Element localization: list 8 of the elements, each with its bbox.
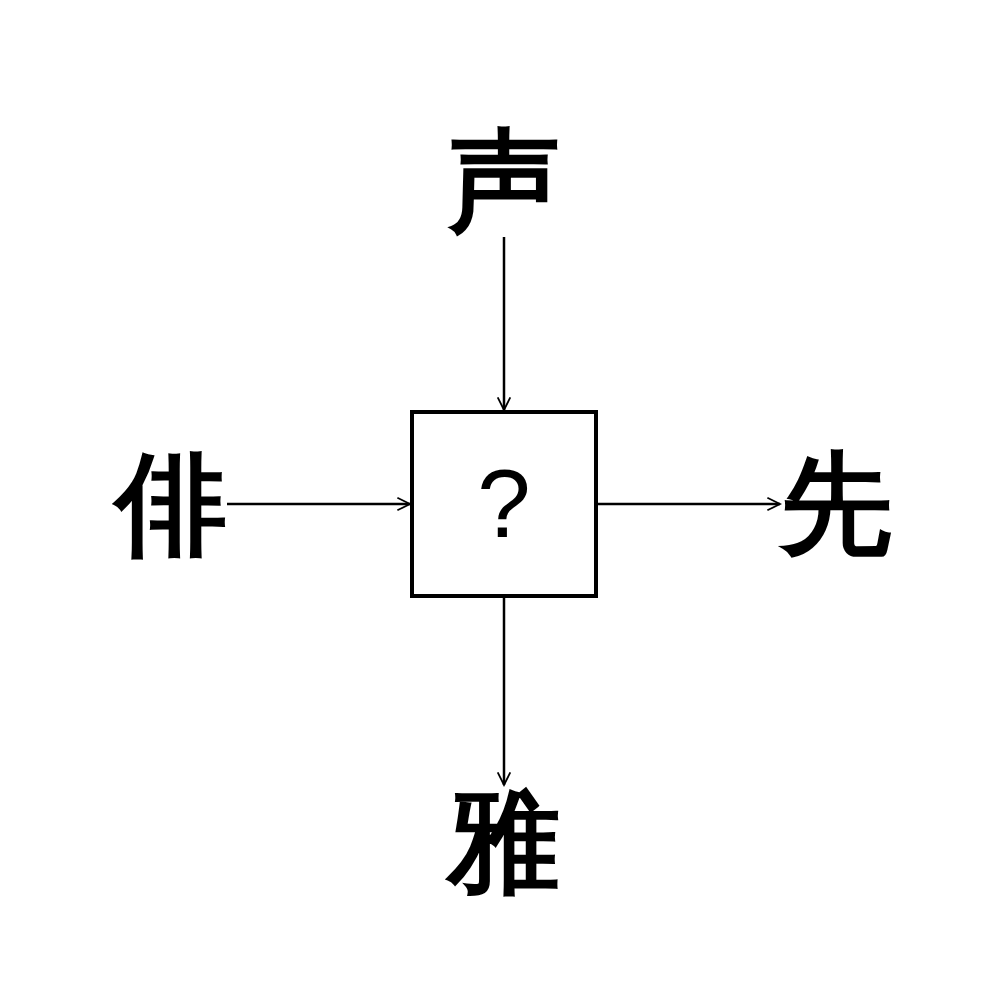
kanji-character: 先 <box>780 448 892 560</box>
arrow <box>598 496 781 512</box>
question-mark: ? <box>477 456 531 552</box>
kanji-character: 声 <box>448 125 560 237</box>
arrow <box>227 496 411 512</box>
arrow <box>496 237 512 411</box>
answer-box <box>410 410 598 598</box>
arrow <box>496 598 512 786</box>
